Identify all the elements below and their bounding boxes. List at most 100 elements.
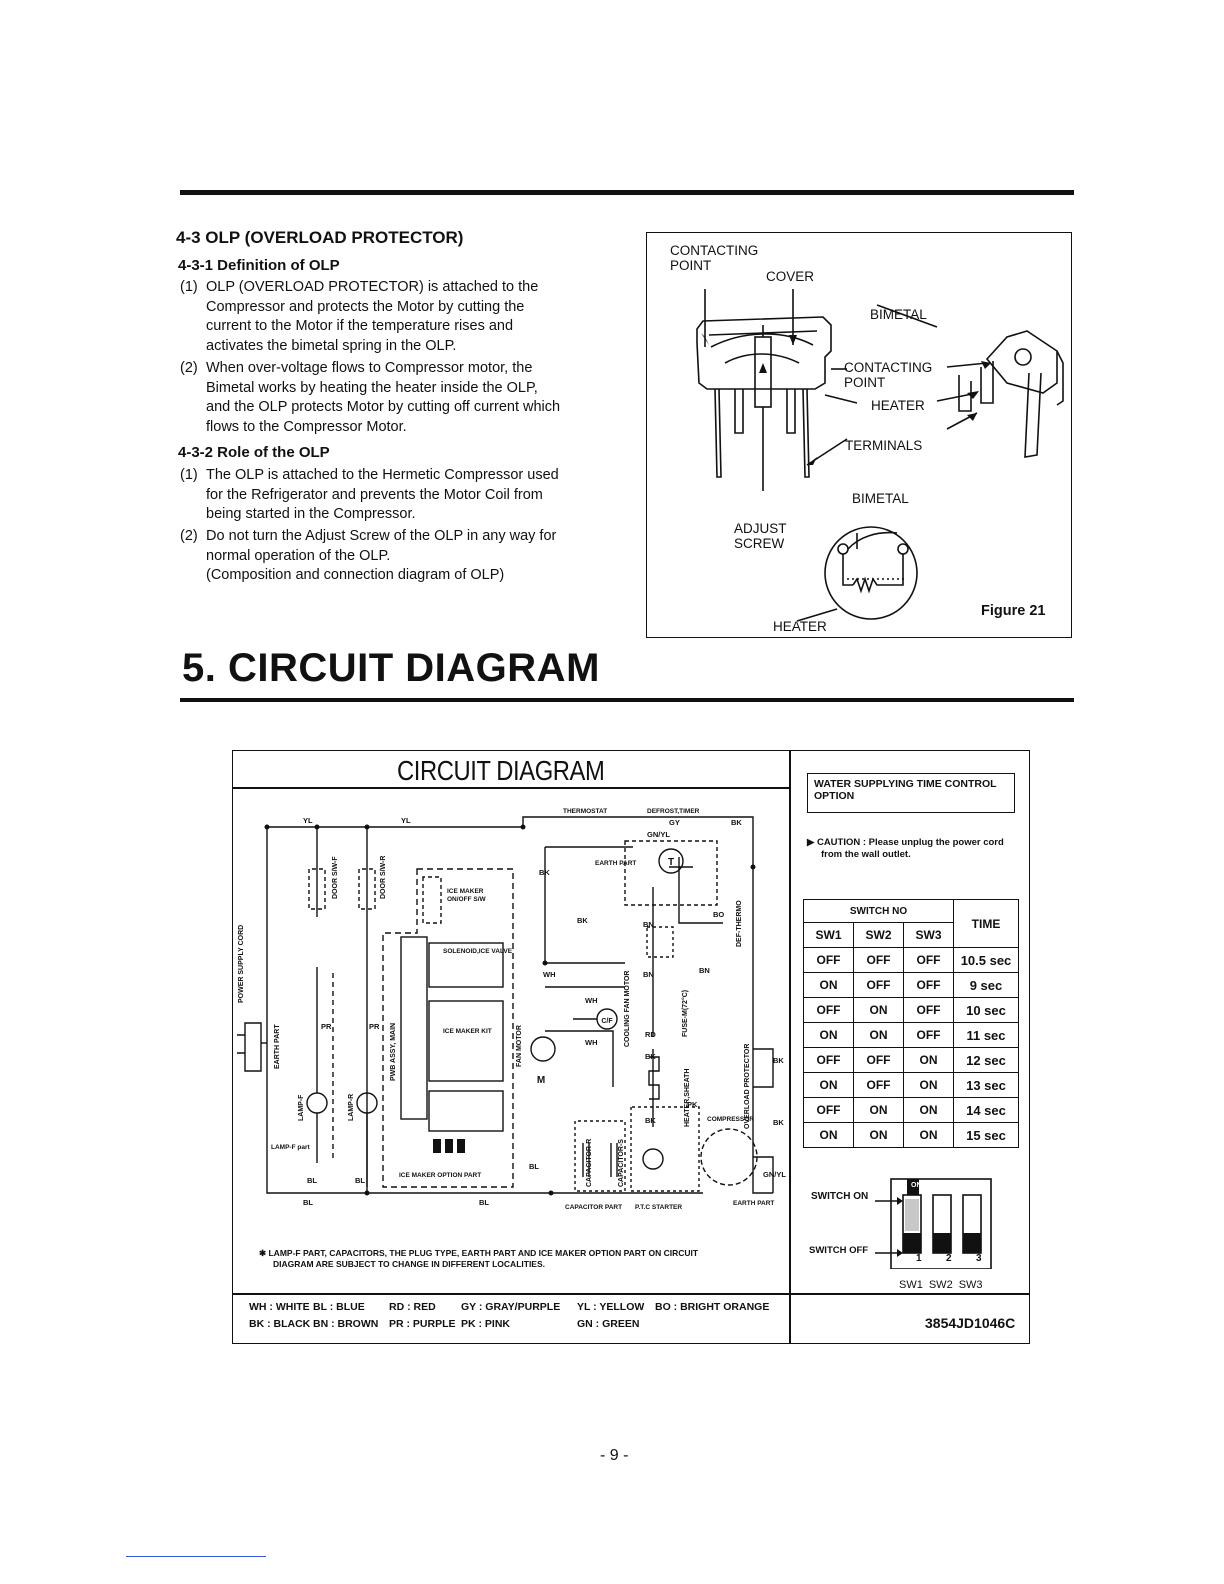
- dip-sw-name: SW2: [928, 1279, 953, 1291]
- circuit-diagram-panel: CIRCUIT DIAGRAM: [232, 750, 1030, 1344]
- legend-item: RD : RED: [389, 1301, 436, 1313]
- legend-item: BN : BROWN: [313, 1318, 379, 1330]
- water-option-title-box: WATER SUPPLYING TIME CONTROL OPTION: [807, 773, 1015, 813]
- symbol-cf: C/F: [601, 1018, 613, 1025]
- switch-no-header: SWITCH NO: [803, 899, 954, 923]
- text-line: activates the bimetal spring in the OLP.: [206, 337, 457, 354]
- role-item-2: (2) Do not turn the Adjust Screw of the …: [180, 527, 620, 586]
- olp-drawing: [696, 289, 1064, 622]
- switch-cell: ON: [853, 1022, 904, 1048]
- dip-number-3: 3: [976, 1253, 982, 1264]
- text-line: being started in the Compressor.: [206, 506, 416, 523]
- label-cooling-fan: COOLING FAN MOTOR: [624, 971, 631, 1047]
- wire-tag: BL: [307, 1176, 317, 1185]
- dip-switch: [875, 1178, 992, 1269]
- wire-tag: GN/YL: [763, 1170, 786, 1179]
- time-cell: 14 sec: [953, 1097, 1019, 1123]
- label-line: SCREW: [734, 536, 785, 551]
- wire-tag: WH: [543, 970, 556, 979]
- wire-tag: WH: [585, 996, 598, 1005]
- symbol-t: T: [668, 857, 674, 868]
- circuit-note: ✱ LAMP-F PART, CAPACITORS, THE PLUG TYPE…: [259, 1248, 698, 1270]
- switch-cell: OFF: [853, 972, 904, 998]
- time-cell: 9 sec: [953, 972, 1019, 998]
- legend-item: PR : PURPLE: [389, 1318, 456, 1330]
- label-capacitor-part: CAPACITOR PART: [565, 1204, 622, 1211]
- label-fuse: FUSE-M(72°C): [681, 990, 689, 1037]
- page-number: - 9 -: [600, 1447, 629, 1464]
- asterisk: ✱: [259, 1248, 269, 1258]
- label-earth-part-left: EARTH PART: [274, 1024, 281, 1069]
- time-cell: 11 sec: [953, 1022, 1019, 1048]
- label-bimetal-low: BIMETAL: [852, 491, 909, 506]
- label-defrost-timer: DEFROST,TIMER: [647, 808, 700, 815]
- symbol-m: M: [537, 1075, 545, 1086]
- arrow-right-icon: ▶: [807, 837, 817, 848]
- text-line: The OLP is attached to the Hermetic Comp…: [206, 467, 559, 483]
- label-bimetal-top: BIMETAL: [870, 307, 927, 322]
- caution-text: CAUTION : Please unplug the power cord: [816, 837, 1004, 848]
- label-line: CONTACTING: [670, 243, 759, 258]
- label-power-cord: POWER SUPPLY CORD: [238, 925, 245, 1003]
- text-line: Bimetal works by heating the heater insi…: [206, 379, 538, 396]
- top-rule: [180, 190, 1074, 195]
- switch-cell: OFF: [853, 1047, 904, 1073]
- label-def-thermo: DEF-THERMO: [736, 900, 743, 947]
- item-number: (1): [180, 279, 198, 295]
- switch-cell: ON: [803, 1122, 854, 1148]
- wire-tag: BN: [699, 966, 710, 975]
- item-number: (2): [180, 360, 198, 376]
- time-cell: 13 sec: [953, 1072, 1019, 1098]
- footer-line: [126, 1556, 266, 1557]
- label-lamp-r: LAMP-R: [348, 1094, 355, 1121]
- text-line: OLP (OVERLOAD PROTECTOR) is attached to …: [206, 279, 539, 295]
- label-door-swf: DOOR S/W-F: [332, 856, 339, 899]
- wire-tag: GY: [669, 818, 680, 827]
- caution-text-2: from the wall outlet.: [821, 849, 911, 860]
- label-contacting-point-mid: CONTACTING POINT: [844, 360, 932, 390]
- section-5-title: 5. CIRCUIT DIAGRAM: [182, 646, 600, 690]
- wire-tag: PR: [321, 1022, 332, 1031]
- text-line: Compressor and protects the Motor by cut…: [206, 298, 525, 315]
- switch-cell: OFF: [903, 947, 954, 973]
- legend-row-1: WH : WHITE BL : BLUE RD : RED GY : GRAY/…: [249, 1301, 789, 1313]
- wire-tag: BK: [645, 1052, 656, 1061]
- dip-number-1: 1: [916, 1253, 922, 1264]
- switch-cell: OFF: [803, 947, 854, 973]
- wire-tag: BK: [577, 916, 588, 925]
- legend-item: WH : WHITE: [249, 1301, 310, 1313]
- sw-header: SW1: [803, 922, 854, 948]
- legend-item: BK : BLACK: [249, 1318, 311, 1330]
- switch-cell: ON: [853, 997, 904, 1023]
- part-number: 3854JD1046C: [925, 1315, 1016, 1331]
- wire-tag: WH: [585, 1038, 598, 1047]
- wiring-schematic: M C/F T THERMOSTAT DEFROST,TIMER EARTH P…: [237, 808, 786, 1211]
- wire-tag: BK: [773, 1118, 784, 1127]
- label-ice-maker-kit: ICE MAKER KIT: [443, 1028, 492, 1035]
- circuit-title: CIRCUIT DIAGRAM: [397, 755, 605, 786]
- switch-cell: OFF: [803, 1047, 854, 1073]
- label-lamp-f: LAMP-F: [298, 1094, 305, 1121]
- switch-cell: ON: [853, 1097, 904, 1123]
- switch-cell: OFF: [803, 997, 854, 1023]
- water-option-divider: [789, 1293, 1029, 1295]
- item-number: (2): [180, 528, 198, 544]
- wire-tag: BN: [643, 970, 654, 979]
- label-lamp-f-part: LAMP-F part: [271, 1144, 310, 1151]
- switch-cell: ON: [903, 1072, 954, 1098]
- label-fan-motor: FAN MOTOR: [516, 1025, 523, 1067]
- wire-tag: BO: [713, 910, 724, 919]
- legend-item: PK : PINK: [461, 1318, 511, 1330]
- legend-divider: [233, 1293, 789, 1295]
- time-header: TIME: [953, 899, 1019, 948]
- label-olp: OVERLOAD PROTECTOR: [744, 1044, 751, 1129]
- switch-cell: ON: [903, 1097, 954, 1123]
- dip-sw-names: SW1 SW2 SW3: [899, 1279, 983, 1291]
- wire-tag: BL: [355, 1176, 365, 1185]
